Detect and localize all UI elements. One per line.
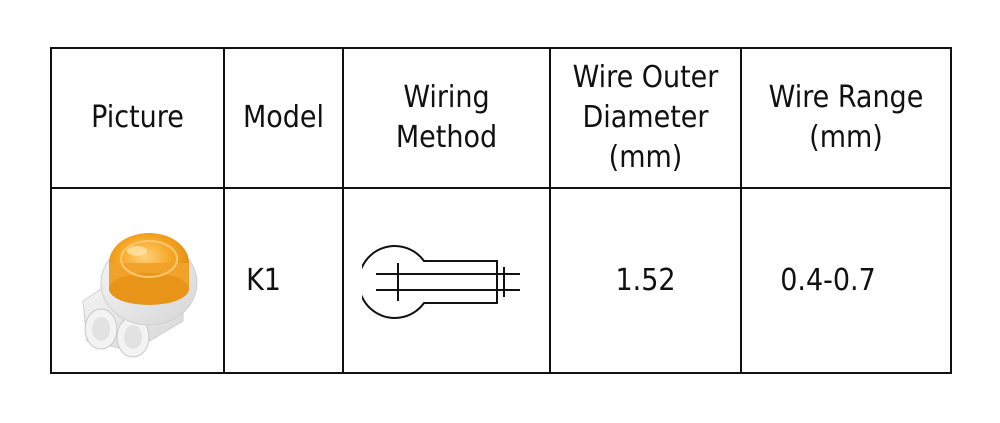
header-picture: Picture xyxy=(50,47,225,189)
header-wire-outer-diameter: Wire Outer Diameter (mm) xyxy=(549,47,742,189)
connector-photo-icon xyxy=(81,232,197,357)
header-diameter-line-2: Diameter xyxy=(582,100,709,135)
header-picture-line-1: Picture xyxy=(91,100,184,135)
header-wire-range: Wire Range (mm) xyxy=(740,47,952,189)
header-range-line-2: (mm) xyxy=(809,120,883,155)
table-row: K1 1.52 0.4-0.7 xyxy=(50,187,952,374)
diameter-value: 1.52 xyxy=(615,262,676,298)
header-diameter-line-1: Wire Outer xyxy=(572,60,719,95)
diameter-cell: 1.52 xyxy=(549,187,742,374)
header-range-line-1: Wire Range xyxy=(768,80,924,115)
header-diameter-line-3: (mm) xyxy=(608,140,683,175)
header-wiring-method: Wiring Method xyxy=(342,47,551,189)
spec-table: Picture Model Wiring Method Wire Outer D… xyxy=(50,47,952,374)
range-cell: 0.4-0.7 xyxy=(740,187,952,374)
header-model: Model xyxy=(223,47,344,189)
header-wiring-line-1: Wiring xyxy=(403,80,490,115)
model-value: K1 xyxy=(246,262,281,298)
wiring-method-diagram-icon xyxy=(361,244,520,319)
header-wiring-line-2: Method xyxy=(395,120,498,155)
wiring-method-cell xyxy=(342,187,551,374)
range-value: 0.4-0.7 xyxy=(780,262,876,298)
picture-cell xyxy=(50,187,225,374)
header-row: Picture Model Wiring Method Wire Outer D… xyxy=(50,47,952,189)
header-model-line-1: Model xyxy=(242,100,325,135)
model-cell: K1 xyxy=(223,187,344,374)
